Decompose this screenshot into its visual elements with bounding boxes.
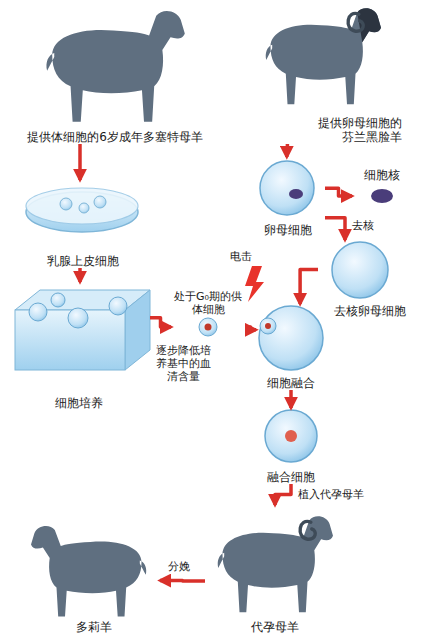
oocyte-cell: 卵母细胞 xyxy=(250,157,325,237)
node-caption: 提供卵母细胞的芬兰黑脸羊 xyxy=(316,116,402,144)
node-caption: 卵母细胞 xyxy=(264,223,312,237)
arrow-label: 去核 xyxy=(352,219,374,232)
culture-box: 细胞培养 xyxy=(8,282,150,410)
node-caption: 处于G₀期的供体细胞 xyxy=(172,290,244,316)
arrow-label: 分娩 xyxy=(168,560,190,573)
flow-arrow xyxy=(78,268,82,282)
shock-label: 电击 xyxy=(226,250,256,263)
node-caption: 代孕母羊 xyxy=(251,620,299,634)
cell-nucleus: 细胞核 xyxy=(352,168,412,206)
node-caption: 细胞培养 xyxy=(55,396,103,410)
node-caption: 细胞融合 xyxy=(267,376,315,390)
node-caption: 多莉羊 xyxy=(76,620,112,634)
flow-arrow xyxy=(78,144,82,180)
donor-ewe: 提供体细胞的6岁成年多塞特母羊 xyxy=(20,4,210,144)
oocyte-ram: 提供卵母细胞的芬兰黑脸羊 xyxy=(250,4,402,144)
flow-arrow xyxy=(160,579,205,583)
surrogate-ewe: 代孕母羊 xyxy=(205,505,345,634)
flow-arrow xyxy=(289,390,293,408)
flow-arrow xyxy=(325,188,352,196)
dolly-sheep: 多莉羊 xyxy=(28,515,160,634)
node-caption: 提供体细胞的6岁成年多塞特母羊 xyxy=(27,130,203,144)
flow-arrow xyxy=(300,270,318,304)
flow-arrow xyxy=(275,484,291,505)
flow-arrow xyxy=(245,327,256,330)
node-caption: 乳腺上皮细胞 xyxy=(47,254,119,268)
serum-note: 逐步降低培养基中的血清含量 xyxy=(153,344,213,383)
fused-cell: 融合细胞 xyxy=(256,408,326,484)
donor-cell: 处于G₀期的供体细胞 xyxy=(171,290,245,338)
enucleated-oocyte: 去核卵母细胞 xyxy=(318,240,422,318)
node-caption: 细胞核 xyxy=(364,168,400,182)
flow-arrow xyxy=(285,144,289,157)
flow-arrow xyxy=(150,318,171,327)
node-caption: 去核卵母细胞 xyxy=(334,304,406,318)
petri-dish: 乳腺上皮细胞 xyxy=(20,180,145,268)
node-caption: 融合细胞 xyxy=(267,470,315,484)
arrow-label: 植入代孕母羊 xyxy=(298,488,364,501)
flow-arrow xyxy=(325,218,345,240)
fusion-cell: 细胞融合 xyxy=(256,304,326,390)
